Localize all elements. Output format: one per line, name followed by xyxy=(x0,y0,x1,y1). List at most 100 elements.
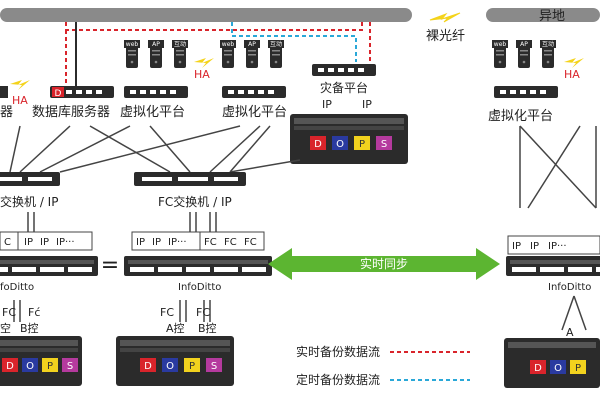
server-group-center: web AP 互动 xyxy=(124,40,188,68)
slot-label: P xyxy=(189,361,195,372)
scheduled-flow-line xyxy=(231,22,357,62)
port-label: IP··· xyxy=(168,237,187,248)
dr-platform-label: 灾备平台 xyxy=(320,80,368,95)
ha-lightning-icon xyxy=(10,80,30,90)
slot-label: P xyxy=(359,139,365,150)
server-tag: AP xyxy=(248,41,256,48)
db-server-label: 数据库服务器 xyxy=(32,104,110,120)
remote-site-label: 异地 xyxy=(539,9,565,24)
port-label: IP xyxy=(152,237,161,248)
legend: 实时备份数据流 定时备份数据流 xyxy=(296,344,470,387)
port-label: IP xyxy=(512,241,521,252)
ha-label: HA xyxy=(564,68,580,81)
slot-label: O xyxy=(26,361,34,372)
a-ctrl-label: A控 xyxy=(166,321,185,335)
fc-links xyxy=(13,295,587,331)
server-tag: AP xyxy=(152,41,160,48)
port-label: IP xyxy=(530,241,539,252)
server-tag: AP xyxy=(520,41,528,48)
port-label: C xyxy=(4,237,11,248)
virt-platform-label: 虚拟化平台 xyxy=(222,105,287,120)
fc-switch-label: FC交换机 / IP xyxy=(158,194,232,209)
slot-label: O xyxy=(554,363,562,374)
remote-site-bar xyxy=(486,8,600,22)
fc-label: FC xyxy=(2,306,16,319)
server-tag: 互动 xyxy=(270,41,282,48)
b-ctrl-label: B控 xyxy=(20,321,39,335)
switch-links xyxy=(27,212,217,232)
ha-lightning-icon xyxy=(194,58,214,68)
slot-label: D xyxy=(314,139,322,150)
ha-label: HA xyxy=(12,94,28,107)
slot-label: S xyxy=(381,139,387,150)
fc-label: FC xyxy=(196,306,210,319)
realtime-flow-line-1 xyxy=(65,22,363,31)
a-ctrl-label: 空 xyxy=(0,321,11,335)
infoditto-unit-remote xyxy=(506,256,600,276)
sync-label: 实时同步 xyxy=(360,256,408,271)
infoditto-label-left: foDitto xyxy=(0,282,34,293)
fiber-label: 裸光纤 xyxy=(426,29,465,44)
mesh-links xyxy=(9,125,597,209)
virt-platform-unit xyxy=(222,86,286,98)
server-tag: web xyxy=(222,41,235,48)
virt-platform-label-remote: 虚拟化平台 xyxy=(488,109,553,124)
storage-array-remote: D O P xyxy=(504,338,600,388)
slot-label: D xyxy=(144,361,152,372)
port-label: IP xyxy=(24,237,33,248)
slot-label: O xyxy=(166,361,174,372)
port-label: FC xyxy=(224,237,237,248)
legend-realtime-label: 实时备份数据流 xyxy=(296,344,380,359)
storage-array-center: D O P S xyxy=(116,336,234,386)
port-row-center: IP IP IP··· FC FC FC xyxy=(131,231,265,251)
virt-platform-label: 虚拟化平台 xyxy=(120,105,185,120)
slot-label: D xyxy=(534,363,542,374)
ha-lightning-icon xyxy=(564,58,584,68)
virt-platform-unit xyxy=(124,86,188,98)
svg-text:D: D xyxy=(55,89,62,99)
infoditto-unit-left xyxy=(0,256,98,276)
slot-label: S xyxy=(211,361,217,372)
slot-label: P xyxy=(47,361,53,372)
server-tag: 互动 xyxy=(542,41,554,48)
dr-storage-array: D O P S xyxy=(290,114,408,164)
double-arrow-icon xyxy=(268,248,500,280)
server-tag: web xyxy=(126,41,139,48)
slot-label: O xyxy=(336,139,344,150)
port-row-remote: IP IP IP··· xyxy=(507,235,600,255)
fc-label: FC xyxy=(160,306,174,319)
server-tag: 互动 xyxy=(174,41,186,48)
slot-label: P xyxy=(575,363,581,374)
equals-sign: = xyxy=(101,253,119,278)
server-group-remote: web AP 互动 xyxy=(492,40,556,68)
a-label: A xyxy=(566,326,574,339)
switch-label-left: 交换机 / IP xyxy=(0,194,58,209)
port-label: FC xyxy=(244,237,257,248)
ha-label: HA xyxy=(194,68,210,81)
port-label: IP xyxy=(136,237,145,248)
server-group-right: web AP 互动 xyxy=(220,40,284,68)
slot-label: D xyxy=(6,361,14,372)
switch-icon xyxy=(134,172,246,186)
local-site-bar xyxy=(0,8,412,22)
db-server-unit: D xyxy=(50,86,114,99)
infoditto-label: InfoDitto xyxy=(178,282,221,293)
infoditto-label-remote: InfoDitto xyxy=(548,282,591,293)
ip-label: IP xyxy=(322,98,332,111)
infoditto-unit-center xyxy=(124,256,272,276)
port-label: IP··· xyxy=(56,237,75,248)
server-tag: web xyxy=(494,41,507,48)
port-label: IP xyxy=(40,237,49,248)
dr-platform-unit xyxy=(312,64,376,76)
switch-icon xyxy=(0,172,60,186)
storage-array-left: D O P S xyxy=(0,336,82,386)
slot-label: S xyxy=(67,361,73,372)
b-ctrl-label: B控 xyxy=(198,321,217,335)
port-label: FC xyxy=(204,237,217,248)
db-server-label-left: 器 xyxy=(0,105,13,120)
switch-unit-center xyxy=(134,172,246,186)
port-row-left: C IP IP IP··· xyxy=(0,231,93,251)
legend-scheduled-label: 定时备份数据流 xyxy=(296,372,380,387)
rack-unit-left-edge xyxy=(0,86,8,98)
